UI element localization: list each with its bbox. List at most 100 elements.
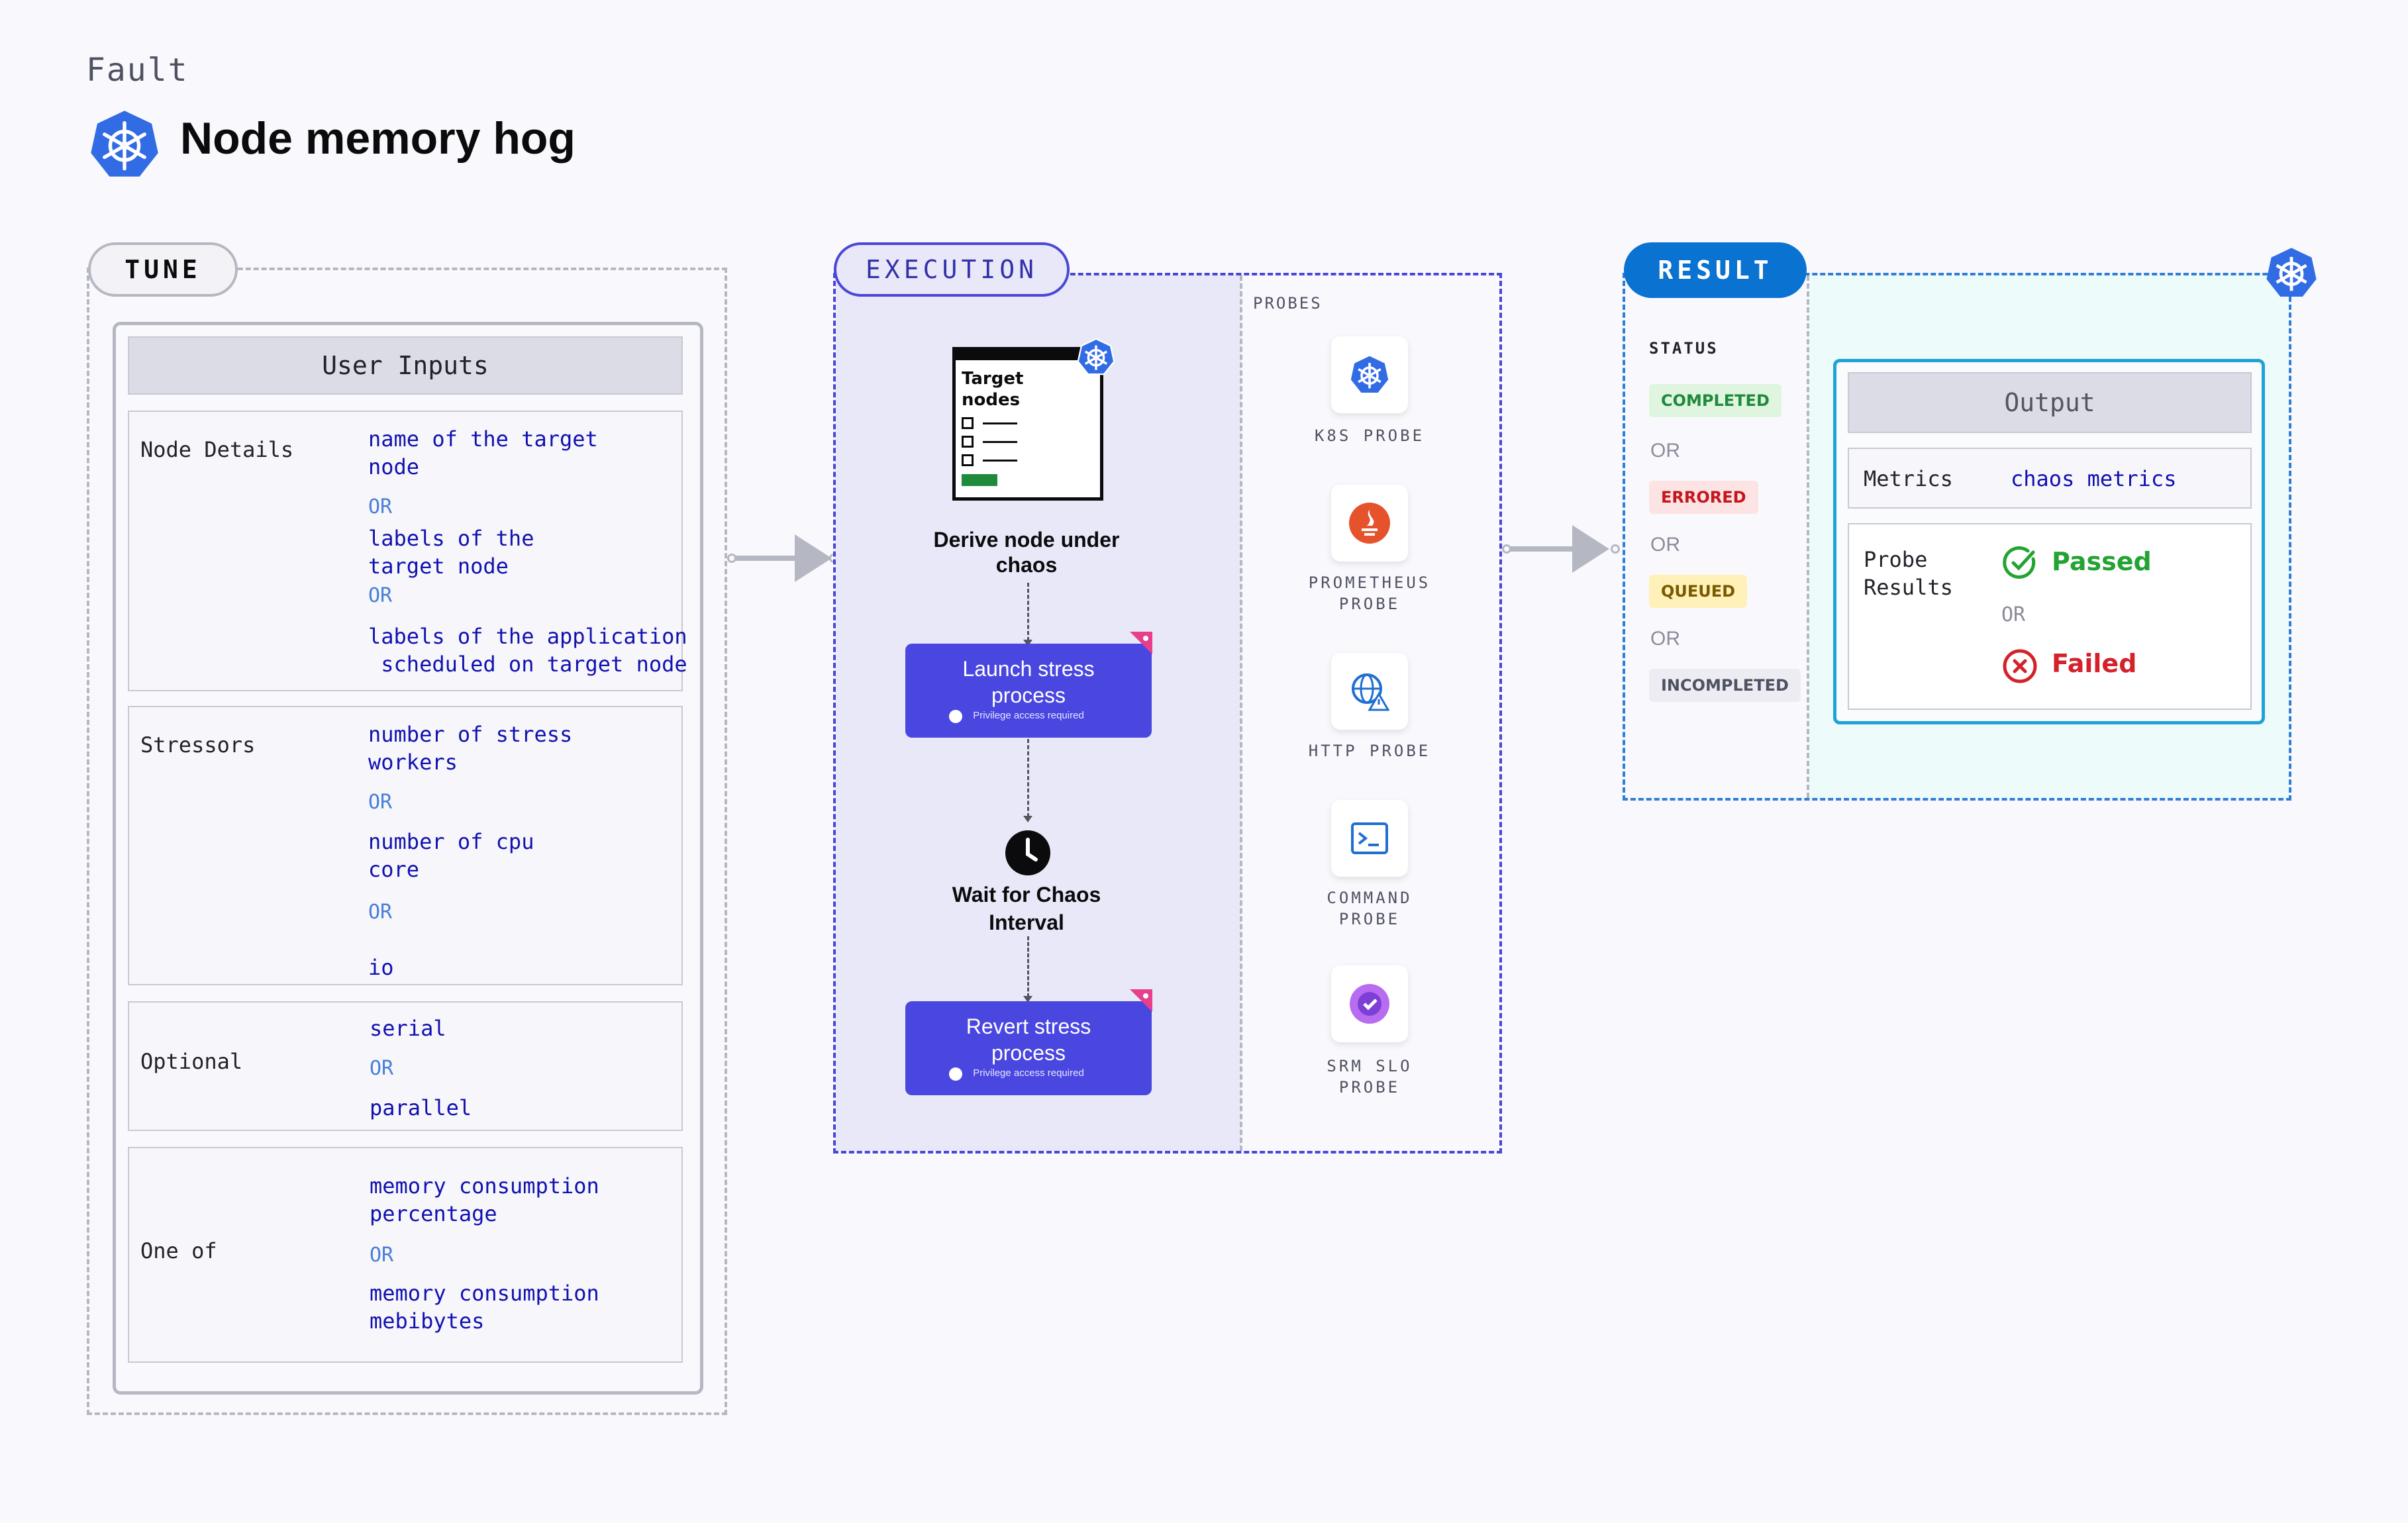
- command-probe-tile: [1331, 800, 1408, 877]
- probe-results-row: [1848, 523, 2252, 710]
- lock-icon: [949, 710, 962, 723]
- status-badge-incompleted: INCOMPLETED: [1649, 669, 1801, 702]
- checkbox-icon: [962, 454, 974, 466]
- probe-label: SRM SLO PROBE: [1327, 1057, 1413, 1097]
- flow-connector: [1027, 936, 1029, 997]
- connector-end-dot: [1611, 544, 1620, 554]
- privilege-corner-icon: [1130, 989, 1152, 1012]
- or-separator: OR: [1650, 440, 1680, 462]
- or-separator: OR: [370, 1244, 394, 1267]
- input-group-one-of: [128, 1147, 683, 1363]
- input-group-label: One of: [140, 1238, 217, 1263]
- status-badge-queued: QUEUED: [1649, 575, 1748, 608]
- kubernetes-icon: [1077, 338, 1115, 375]
- srm-slo-probe-tile: [1331, 965, 1408, 1042]
- revert-stress-step: Revert stress process Privilege access r…: [905, 1001, 1152, 1095]
- probe-label: K8S PROBE: [1314, 426, 1425, 445]
- input-group-optional: [128, 1001, 683, 1131]
- execution-pill: EXECUTION: [834, 242, 1070, 297]
- kubernetes-icon: [1350, 356, 1389, 393]
- or-separator: OR: [368, 791, 393, 814]
- checkbox-icon: [962, 417, 974, 429]
- prometheus-icon: [1349, 503, 1390, 544]
- input-group-stressors: [128, 706, 683, 985]
- or-separator: OR: [370, 1057, 394, 1080]
- list-line: [983, 422, 1017, 424]
- check-circle-icon: [2003, 546, 2036, 579]
- passed-label: Passed: [2052, 547, 2152, 576]
- flow-connector: [1027, 739, 1029, 817]
- step-title: Launch stress process: [962, 657, 1095, 707]
- result-pill: RESULT: [1624, 242, 1807, 298]
- tune-section: [87, 268, 727, 1415]
- lock-icon: [949, 1067, 962, 1081]
- prometheus-probe-tile: [1331, 485, 1408, 562]
- or-separator: OR: [368, 495, 393, 518]
- arrow-right-icon: [795, 534, 832, 582]
- target-nodes-title: Target nodes: [962, 369, 1024, 410]
- page-title: Node memory hog: [180, 113, 576, 164]
- fault-category-label: Fault: [86, 52, 189, 89]
- or-separator: OR: [368, 901, 393, 924]
- wait-chaos-interval-step: Wait for Chaos Interval: [952, 883, 1101, 934]
- execution-divider: [1240, 275, 1242, 1151]
- result-section: [1623, 273, 2291, 801]
- metrics-label: Metrics: [1864, 466, 1953, 491]
- input-group-label: Optional: [140, 1049, 243, 1074]
- arrow-down-icon: [1023, 816, 1032, 822]
- globe-warning-icon: [1352, 673, 1389, 711]
- status-label: STATUS: [1649, 339, 1719, 358]
- input-option: parallel: [370, 1095, 472, 1120]
- arrow-down-icon: [1023, 996, 1032, 1003]
- input-option: serial: [370, 1016, 446, 1041]
- input-group-label: Stressors: [140, 732, 256, 758]
- input-option: memory consumption percentage: [370, 1173, 599, 1226]
- clock-icon: [1005, 830, 1050, 875]
- output-header: Output: [1848, 372, 2252, 433]
- input-option: labels of the application scheduled on t…: [368, 624, 687, 677]
- input-option: memory consumption mebibytes: [370, 1281, 599, 1334]
- probe-label: HTTP PROBE: [1308, 742, 1431, 760]
- list-line: [983, 460, 1017, 462]
- or-separator: OR: [368, 584, 393, 607]
- input-option: labels of the target node: [368, 526, 534, 579]
- http-probe-tile: [1331, 653, 1408, 730]
- result-divider: [1807, 275, 1809, 798]
- arrow-down-icon: [1023, 640, 1032, 646]
- srm-slo-icon: [1350, 984, 1389, 1024]
- execution-section: [833, 273, 1502, 1154]
- input-group-label: Node Details: [140, 437, 294, 462]
- kubernetes-icon: [2266, 248, 2317, 297]
- arrow-right-icon: [1572, 525, 1609, 573]
- list-line: [983, 441, 1017, 443]
- metrics-row: [1848, 448, 2252, 509]
- or-separator: OR: [2001, 603, 2026, 626]
- k8s-probe-tile: [1331, 336, 1408, 413]
- input-option: io: [368, 955, 394, 980]
- probe-label: COMMAND PROBE: [1327, 889, 1413, 928]
- status-bar: [962, 474, 997, 486]
- launch-stress-step: Launch stress process Privilege access r…: [905, 644, 1152, 738]
- input-option: number of stress workers: [368, 722, 573, 775]
- privilege-corner-icon: [1130, 632, 1152, 654]
- kubernetes-icon: [91, 111, 158, 177]
- derive-node-step: Derive node under chaos: [933, 528, 1120, 577]
- flow-connector: [1027, 583, 1029, 641]
- status-badge-completed: COMPLETED: [1649, 384, 1781, 417]
- input-option: number of cpu core: [368, 829, 534, 882]
- probe-label: PROMETHEUS PROBE: [1308, 573, 1431, 613]
- privilege-note: Privilege access required: [973, 710, 1084, 721]
- probes-label: PROBES: [1253, 294, 1323, 313]
- input-group-node-details: [128, 411, 683, 691]
- connector-line: [735, 556, 796, 561]
- terminal-icon: [1351, 822, 1388, 854]
- connector-line: [1510, 546, 1574, 552]
- metrics-value: chaos metrics: [2011, 466, 2177, 491]
- user-inputs-header: User Inputs: [128, 336, 683, 395]
- status-badge-errored: ERRORED: [1649, 481, 1758, 514]
- step-title: Revert stress process: [966, 1014, 1091, 1065]
- privilege-note: Privilege access required: [973, 1067, 1084, 1079]
- or-separator: OR: [1650, 628, 1680, 650]
- failed-label: Failed: [2052, 649, 2137, 678]
- target-card-titlebar: [952, 347, 1103, 360]
